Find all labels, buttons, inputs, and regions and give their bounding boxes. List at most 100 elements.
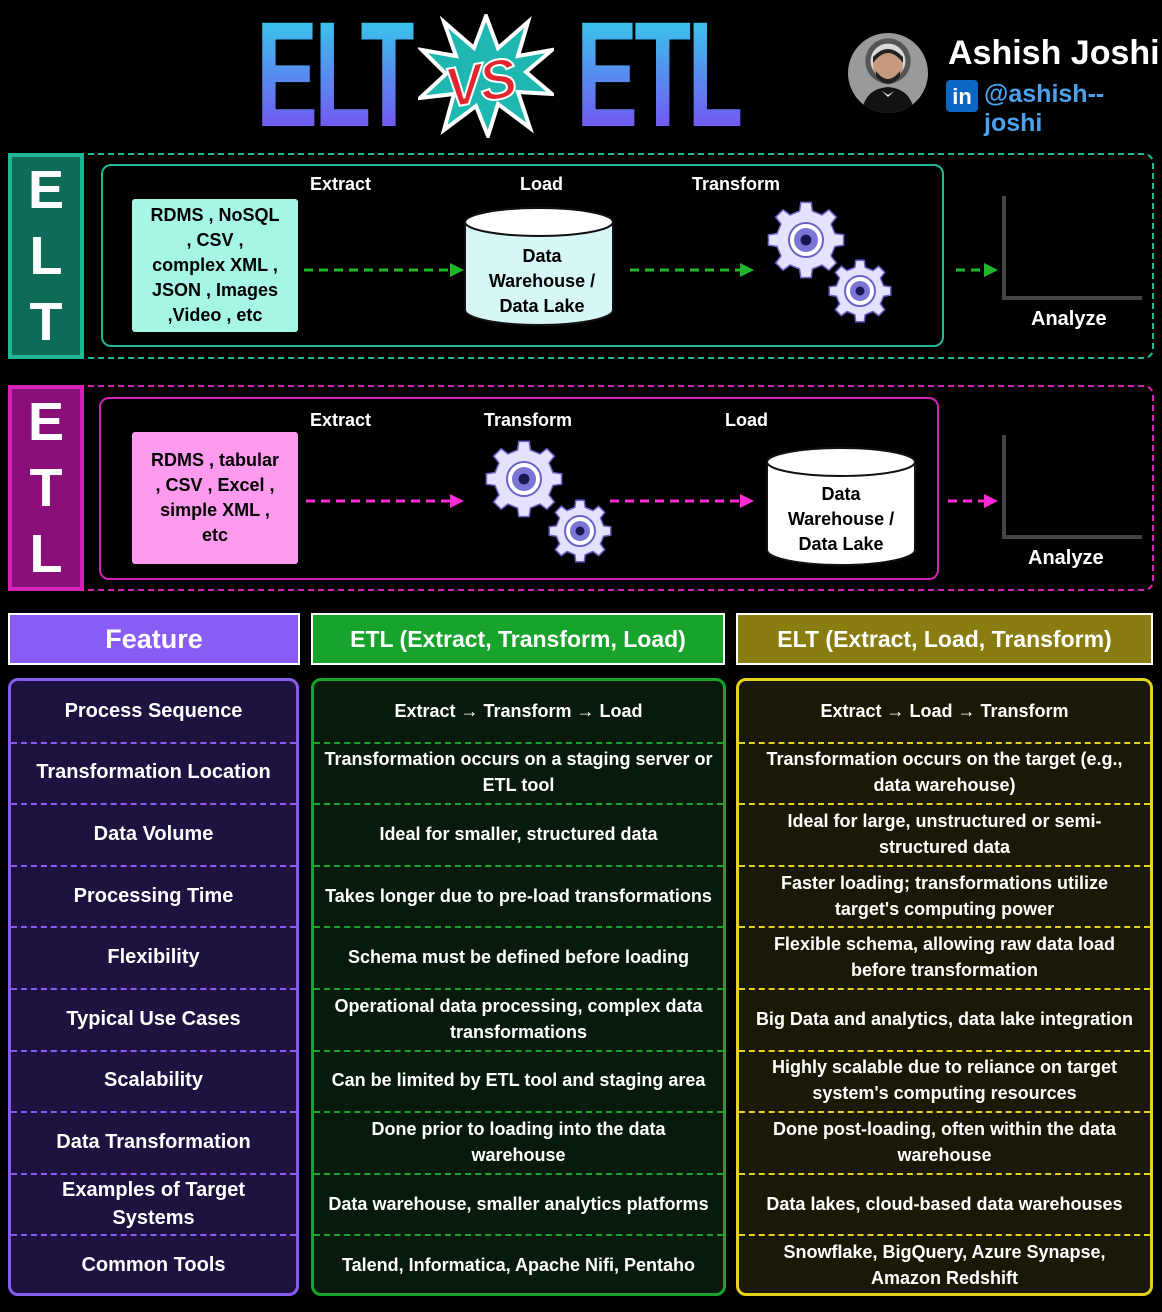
row-divider — [11, 1172, 296, 1175]
table-cell-feature: Transformation Location — [36, 761, 271, 784]
row-divider — [739, 864, 1150, 867]
elt-storage-line: Data — [522, 246, 562, 266]
row-divider — [11, 864, 296, 867]
etl-database-icon — [766, 447, 916, 566]
row-divider — [739, 1049, 1150, 1052]
row-divider — [314, 1111, 723, 1114]
table-cell-elt: Snowflake, BigQuery, Azure Synapse, Amaz… — [783, 1242, 1106, 1289]
etl-source-line: RDMS , tabular — [150, 450, 279, 470]
row-divider — [739, 988, 1150, 990]
table-cell-elt: Big Data and analytics, data lake integr… — [755, 1008, 1134, 1029]
table-cell-elt: Done post-loading, often within the data… — [773, 1118, 1116, 1165]
row-divider — [314, 926, 723, 929]
etl-column — [311, 678, 726, 1296]
elt-letter: L — [29, 226, 63, 286]
elt-source-line: RDMS , NoSQL — [150, 205, 280, 225]
elt-storage-label: Data Warehouse / Data Lake — [466, 244, 618, 319]
table-cell-etl: Extract → Transform → Load — [394, 700, 643, 721]
etl-arrow-2 — [610, 494, 754, 508]
etl-step-transform: Transform — [484, 410, 573, 430]
feature-column — [8, 678, 299, 1296]
table-cell-elt: Transformation occurs on the target (e.g… — [766, 749, 1123, 796]
elt-letter: T — [29, 292, 63, 352]
row-divider — [11, 988, 296, 990]
table-cell-elt: Flexible schema, allowing raw data load … — [773, 934, 1116, 981]
table-cell-elt: Highly scalable due to reliance on targe… — [771, 1057, 1118, 1104]
table-cell-etl: Done prior to loading into the data ware… — [371, 1118, 666, 1165]
row-divider — [314, 864, 723, 867]
etl-storage-line: Warehouse / — [787, 509, 895, 529]
etl-arrow-3 — [948, 494, 998, 508]
table-cell-etl: Can be limited by ETL tool and staging a… — [331, 1070, 706, 1091]
etl-source-line: simple XML , — [160, 500, 270, 520]
elt-database-icon — [464, 207, 614, 326]
etl-storage-label: Data Warehouse / Data Lake — [765, 482, 917, 557]
table-cell-feature: Common Tools — [81, 1254, 226, 1277]
row-divider — [314, 988, 723, 990]
row-divider — [11, 1111, 296, 1114]
avatar-photo — [862, 49, 914, 113]
row-divider — [739, 741, 1150, 744]
table-cell-feature: Data Transformation — [56, 1130, 251, 1153]
elt-gears-icon — [767, 201, 892, 323]
table-cell-etl: Operational data processing, complex dat… — [334, 995, 703, 1042]
avatar — [848, 33, 928, 113]
row-divider — [739, 1234, 1150, 1237]
table-cell-etl: Talend, Informatica, Apache Nifi, Pentah… — [341, 1255, 696, 1276]
table-cell-feature: Data Volume — [93, 822, 214, 845]
row-divider — [11, 926, 296, 929]
header-etl: ETL (Extract, Transform, Load) — [311, 613, 725, 665]
row-divider — [739, 1111, 1150, 1114]
elt-arrow-2 — [630, 263, 754, 277]
etl-arrow-1 — [306, 494, 464, 508]
etl-storage-line: Data — [821, 484, 861, 504]
table-cell-elt: Ideal for large, unstructured or semi-st… — [787, 810, 1102, 857]
table-cell-etl: Ideal for smaller, structured data — [379, 823, 658, 844]
elt-source-line: JSON , Images — [151, 280, 279, 300]
table-cell-etl: Takes longer due to pre-load transformat… — [325, 885, 712, 906]
elt-step-transform: Transform — [692, 174, 781, 194]
etl-pipeline-box — [99, 397, 939, 580]
row-divider — [739, 926, 1150, 929]
row-divider — [739, 1172, 1150, 1175]
row-divider — [11, 1234, 296, 1237]
linkedin-handle[interactable]: @ashish--joshi — [984, 80, 1105, 137]
etl-source-line: , CSV , Excel , — [155, 475, 275, 495]
title-etl: ETL — [576, 0, 744, 158]
elt-storage-line: Data Lake — [499, 296, 585, 316]
linkedin-icon[interactable]: in — [946, 80, 978, 112]
starburst-icon — [418, 14, 554, 138]
elt-source-line: complex XML , — [152, 255, 278, 275]
etl-source-box: RDMS , tabular , CSV , Excel , simple XM… — [132, 432, 298, 564]
title-elt: ELT — [256, 0, 417, 158]
row-divider — [314, 1049, 723, 1052]
row-divider — [314, 1172, 723, 1175]
author-name: Ashish Joshi — [948, 34, 1160, 72]
elt-source-box: RDMS , NoSQL , CSV , complex XML , JSON … — [132, 199, 298, 332]
elt-side-label: E L T — [8, 153, 84, 359]
table-cell-feature: Typical Use Cases — [66, 1007, 241, 1030]
etl-step-load: Load — [725, 410, 768, 430]
etl-analyze-axes — [1002, 435, 1142, 539]
table-cell-etl: Schema must be defined before loading — [347, 947, 690, 968]
elt-analyze-label: Analyze — [1031, 308, 1107, 330]
elt-source-line: ,Video , etc — [167, 305, 263, 325]
table-cell-elt: Extract → Load → Transform — [820, 700, 1069, 721]
table-cell-elt: Faster loading; transformations utilize … — [780, 872, 1109, 919]
row-divider — [314, 741, 723, 744]
elt-analyze-axes — [1002, 196, 1142, 300]
etl-letter: L — [29, 524, 63, 584]
elt-column — [736, 678, 1153, 1296]
elt-source-line: , CSV , — [186, 230, 244, 250]
elt-step-load: Load — [520, 174, 563, 194]
etl-step-extract: Extract — [310, 410, 372, 430]
elt-letter: E — [27, 160, 65, 220]
table-cell-etl: Transformation occurs on a staging serve… — [324, 749, 713, 796]
elt-step-extract: Extract — [310, 174, 372, 194]
etl-analyze-label: Analyze — [1028, 547, 1104, 569]
etl-side-label: E T L — [8, 385, 84, 591]
row-divider — [11, 1049, 296, 1052]
table-cell-feature: Scalability — [104, 1069, 203, 1092]
header-feature: Feature — [8, 613, 300, 665]
etl-source-line: etc — [201, 525, 228, 545]
